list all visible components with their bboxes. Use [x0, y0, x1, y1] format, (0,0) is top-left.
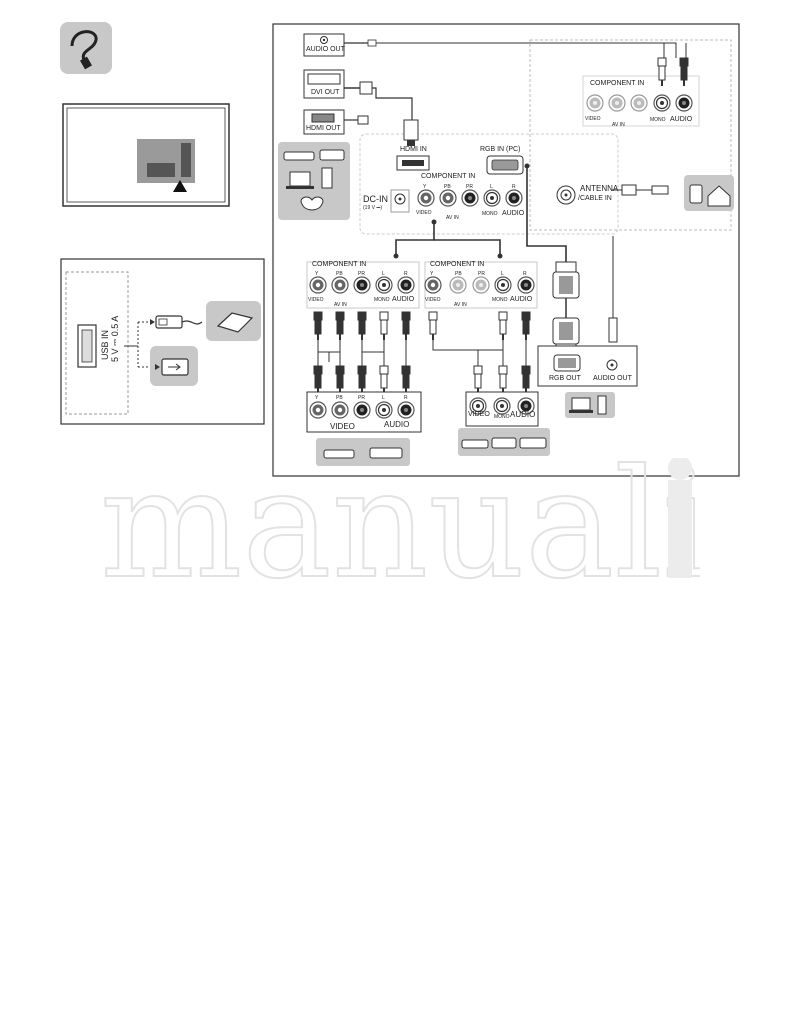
right-audio-label: AUDIO — [670, 116, 693, 123]
pc-audio-out-label: AUDIO OUT — [593, 375, 632, 382]
mid-right-jack-l: L — [501, 271, 504, 277]
mid-left-video-label: VIDEO — [308, 297, 324, 303]
dev-left-jack-pr: PR — [358, 395, 365, 401]
hdmi-out-connector — [303, 109, 345, 135]
dev-left-audio-label: AUDIO — [384, 420, 410, 429]
tv-rear-icon — [62, 103, 230, 207]
mid-left-jack-y: Y — [315, 271, 319, 277]
dev-left-video-label: VIDEO — [330, 422, 355, 431]
tv-audio-label: AUDIO — [502, 210, 525, 217]
rgb-in-label: RGB IN (PC) — [480, 146, 521, 153]
vga-cable-top — [552, 261, 580, 318]
dev-left-jack-r: R — [404, 395, 408, 401]
antenna-label: ANTENNA — [580, 184, 619, 193]
mid-right-jack-r: R — [523, 271, 527, 277]
mid-right-jack-y: Y — [430, 271, 434, 277]
dev-right-video-label: VIDEO — [468, 411, 490, 418]
dc-in-spec-label: (19 V ⎓) — [363, 205, 382, 211]
dev-right-audio-label: AUDIO — [510, 410, 536, 419]
rgb-out-label: RGB OUT — [549, 375, 581, 382]
tv-jack-y: Y — [423, 184, 427, 190]
cable-icon — [60, 22, 112, 74]
usb-port-label: USB IN — [100, 329, 110, 360]
dvd-player-icon — [316, 438, 410, 466]
hdmi-in-label: HDMI IN — [400, 146, 427, 153]
mid-right-component-label: COMPONENT IN — [430, 261, 485, 268]
mid-left-jack-r: R — [404, 271, 408, 277]
watermark-logo: manuali — [100, 458, 700, 588]
hdmi-in-port — [396, 155, 430, 171]
right-mono-label: MONO — [650, 117, 666, 123]
av-devices-icon — [458, 428, 550, 456]
tv-video-label: VIDEO — [416, 210, 432, 216]
mid-left-audio-label: AUDIO — [392, 296, 415, 303]
usb-panel — [60, 258, 265, 425]
dev-right-mono-label: MONO — [494, 414, 510, 420]
mid-right-jack-pr: PR — [478, 271, 485, 277]
mid-right-jack-pb: PB — [455, 271, 462, 277]
mid-right-video-label: VIDEO — [425, 297, 441, 303]
right-component-label: COMPONENT IN — [590, 80, 645, 87]
tv-mono-label: MONO — [482, 211, 498, 217]
pc-icon — [565, 392, 615, 418]
dev-left-jack-pb: PB — [336, 395, 343, 401]
hdmi-out-label: HDMI OUT — [306, 125, 341, 132]
mid-right-audio-label: AUDIO — [510, 296, 533, 303]
dvi-out-connector — [303, 69, 345, 99]
tv-jack-pb: PB — [444, 184, 451, 190]
antenna-house-icon — [684, 175, 734, 211]
mid-right-mono-label: MONO — [492, 297, 508, 303]
audio-out-connector — [303, 33, 345, 57]
right-video-label: VIDEO — [585, 116, 601, 122]
dc-in-label: DC-IN — [363, 194, 388, 204]
usb-spec-label: 5 V ⎓ 0.5 A — [110, 315, 120, 362]
tv-jack-pr: PR — [466, 184, 473, 190]
dev-left-jack-y: Y — [315, 395, 319, 401]
tv-jack-l: L — [490, 184, 493, 190]
dvi-out-label: DVI OUT — [311, 89, 340, 96]
tv-component-label: COMPONENT IN — [421, 173, 476, 180]
right-av-in-label: AV IN — [612, 122, 625, 128]
mid-right-av-in-label: AV IN — [454, 302, 467, 308]
mid-left-jack-l: L — [382, 271, 385, 277]
dev-left-jack-l: L — [382, 395, 385, 401]
rgb-in-port — [486, 155, 524, 175]
mid-left-component-label: COMPONENT IN — [312, 261, 367, 268]
usb-stick-icon — [150, 346, 198, 386]
mid-left-mono-label: MONO — [374, 297, 390, 303]
external-hdd-icon — [206, 301, 261, 341]
antenna-port — [556, 185, 576, 205]
watermark-text: manuali — [100, 458, 700, 588]
mid-left-jack-pb: PB — [336, 271, 343, 277]
audio-out-label: AUDIO OUT — [306, 46, 345, 53]
source-devices-icon — [278, 142, 350, 220]
dc-in-port — [390, 189, 410, 213]
tv-av-in-label: AV IN — [446, 215, 459, 221]
tv-jack-r: R — [512, 184, 516, 190]
cable-in-label: /CABLE IN — [578, 195, 612, 202]
mid-left-av-in-label: AV IN — [334, 302, 347, 308]
mid-left-jack-pr: PR — [358, 271, 365, 277]
usb-cable-icon — [150, 315, 203, 329]
